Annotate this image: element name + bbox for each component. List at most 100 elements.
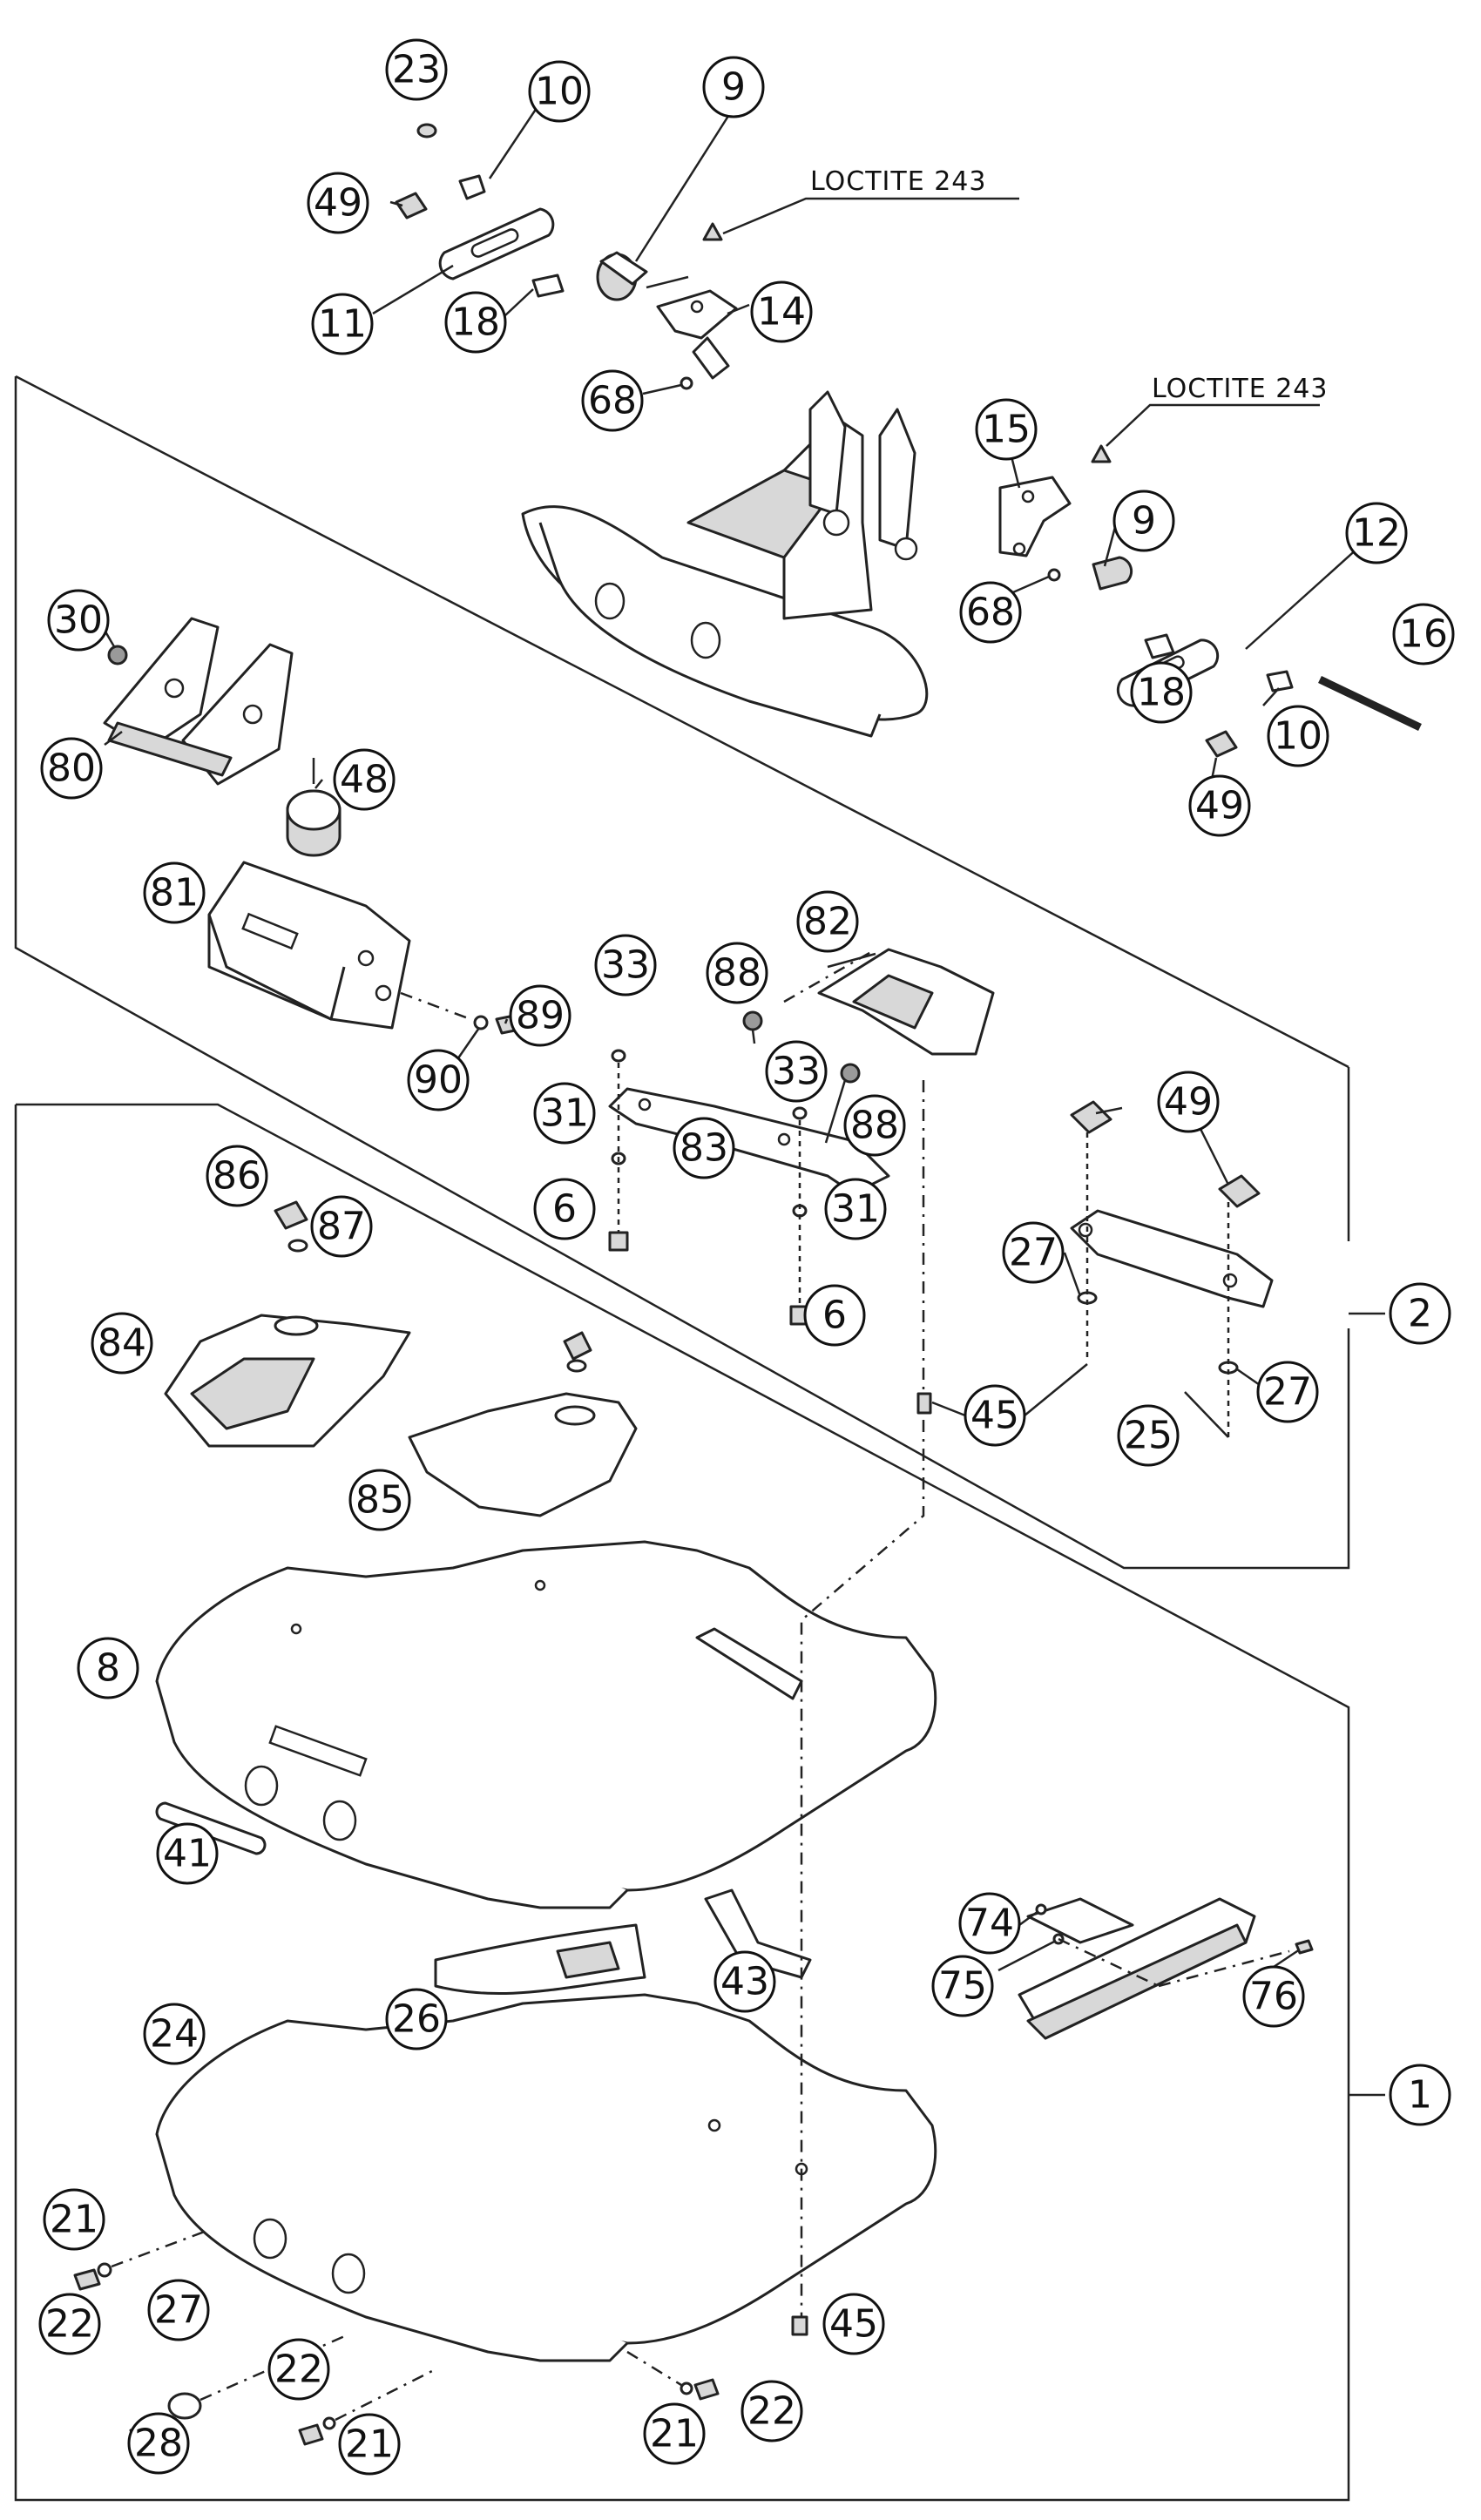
callout-33: 33 xyxy=(594,934,657,997)
svg-text:82: 82 xyxy=(803,900,852,944)
callout-2: 2 xyxy=(1389,1282,1451,1345)
callout-75: 75 xyxy=(931,1955,994,2017)
svg-text:45: 45 xyxy=(829,2302,878,2347)
callout-18: 18 xyxy=(444,291,507,354)
svg-text:75: 75 xyxy=(938,1964,987,2009)
nut-88a xyxy=(742,1010,763,1031)
svg-text:49: 49 xyxy=(1195,784,1244,828)
rubber-strip-26 xyxy=(434,1923,646,1996)
assembly-frame-1 xyxy=(14,1103,1385,2502)
svg-text:12: 12 xyxy=(1352,511,1401,556)
seal-ring-87 xyxy=(287,1239,308,1253)
callout-33: 33 xyxy=(765,1040,828,1103)
svg-text:76: 76 xyxy=(1249,1975,1298,2019)
bracket-82 xyxy=(783,948,995,1056)
mount-bracket-80 xyxy=(103,617,294,786)
svg-text:25: 25 xyxy=(1124,1414,1173,1458)
svg-text:28: 28 xyxy=(134,2422,183,2466)
washer-90 xyxy=(473,1015,489,1030)
callout-49: 49 xyxy=(1157,1071,1220,1133)
callout-21: 21 xyxy=(643,2402,706,2465)
callout-27: 27 xyxy=(147,2279,210,2341)
svg-text:21: 21 xyxy=(650,2412,699,2456)
svg-text:31: 31 xyxy=(540,1091,589,1136)
callout-88: 88 xyxy=(843,1094,906,1157)
svg-text:84: 84 xyxy=(98,1321,146,1366)
screw-10a xyxy=(458,174,486,200)
svg-text:LOCTITE 243: LOCTITE 243 xyxy=(1152,374,1328,404)
callout-11: 11 xyxy=(311,293,374,355)
svg-text:80: 80 xyxy=(47,747,96,791)
callout-82: 82 xyxy=(796,890,859,953)
svg-text:2: 2 xyxy=(1408,1292,1432,1336)
svg-text:10: 10 xyxy=(1274,714,1322,759)
callout-89: 89 xyxy=(509,984,571,1047)
callout-41: 41 xyxy=(156,1822,219,1885)
guard-cap-85 xyxy=(408,1331,638,1517)
clip-nut-49c xyxy=(1070,1100,1112,1134)
svg-text:14: 14 xyxy=(757,290,806,334)
threadlocker-drop-icon xyxy=(1091,444,1112,463)
svg-text:33: 33 xyxy=(772,1050,821,1094)
callout-48: 48 xyxy=(333,748,396,811)
svg-text:9: 9 xyxy=(721,65,746,110)
callout-85: 85 xyxy=(348,1469,411,1531)
strap-41 xyxy=(155,1801,267,1855)
callout-88: 88 xyxy=(706,942,768,1004)
svg-text:81: 81 xyxy=(150,871,199,915)
grommet-27c xyxy=(167,2392,202,2420)
svg-text:41: 41 xyxy=(163,1832,212,1876)
loctite-note-right: LOCTITE 243 xyxy=(1091,374,1328,463)
svg-text:43: 43 xyxy=(720,1960,769,2004)
callout-87: 87 xyxy=(310,1195,373,1258)
callout-74: 74 xyxy=(958,1892,1021,1955)
callout-8: 8 xyxy=(77,1637,139,1699)
callout-45: 45 xyxy=(822,2293,885,2355)
skid-plate-24 xyxy=(155,1993,937,2362)
drain-plug-86 xyxy=(274,1200,308,1230)
callout-86: 86 xyxy=(206,1145,268,1207)
svg-text:26: 26 xyxy=(392,1997,441,2042)
svg-text:68: 68 xyxy=(966,591,1015,635)
screw-22a xyxy=(73,2268,101,2291)
callout-10: 10 xyxy=(1267,705,1329,767)
svg-text:89: 89 xyxy=(516,994,565,1038)
spacer-9b xyxy=(1092,556,1133,591)
washer-33b xyxy=(792,1106,808,1120)
clip-nut-49d xyxy=(1218,1174,1261,1208)
callout-16: 16 xyxy=(1392,603,1455,665)
svg-text:45: 45 xyxy=(970,1394,1019,1438)
callout-1: 1 xyxy=(1389,2064,1451,2126)
svg-text:23: 23 xyxy=(392,48,441,92)
svg-text:68: 68 xyxy=(588,379,637,423)
svg-text:30: 30 xyxy=(54,598,103,643)
guard-cap-84 xyxy=(164,1200,411,1448)
rivet-74 xyxy=(1035,1903,1047,1915)
callout-6: 6 xyxy=(533,1178,596,1240)
svg-text:6: 6 xyxy=(822,1294,847,1338)
callout-26: 26 xyxy=(385,1988,448,2050)
screw-18a xyxy=(531,274,565,298)
callout-27: 27 xyxy=(1256,1361,1319,1423)
callout-22: 22 xyxy=(38,2293,101,2355)
svg-text:27: 27 xyxy=(1263,1370,1312,1415)
svg-text:33: 33 xyxy=(601,943,650,988)
callout-30: 30 xyxy=(47,589,110,652)
bracket-15 xyxy=(998,476,1133,591)
bracket-83 xyxy=(608,1010,890,1326)
svg-text:87: 87 xyxy=(317,1205,366,1249)
svg-text:6: 6 xyxy=(552,1187,577,1232)
callout-18: 18 xyxy=(1130,661,1193,724)
threadlocker-drop-icon xyxy=(702,222,723,241)
svg-text:48: 48 xyxy=(340,758,389,802)
nut-68a xyxy=(680,376,693,390)
screw-45a xyxy=(916,1392,932,1415)
nut-88b xyxy=(840,1063,861,1084)
callout-9: 9 xyxy=(1112,490,1175,552)
callout-68: 68 xyxy=(959,581,1022,644)
loctite-note-top: LOCTITE 243 xyxy=(702,166,1019,241)
callout-83: 83 xyxy=(673,1117,735,1179)
callout-14: 14 xyxy=(750,280,813,343)
screw-22c xyxy=(693,2378,720,2401)
svg-text:49: 49 xyxy=(314,181,362,226)
